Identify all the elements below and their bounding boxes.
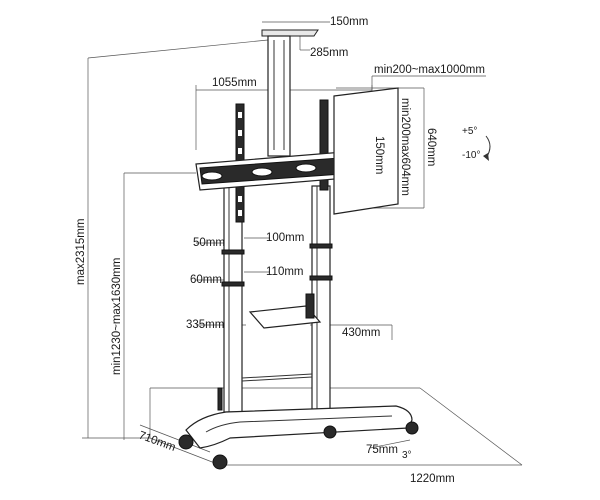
- lower-clamp-width-label: 110mm: [266, 266, 304, 278]
- bracket-spacing-label: 150mm: [373, 136, 385, 174]
- bracket-height-label: 640mm: [425, 128, 437, 166]
- caster-angle-label: 3°: [402, 450, 412, 461]
- total-height-label: max2315mm: [75, 219, 87, 285]
- clamp-height-label: 50mm: [193, 237, 225, 249]
- shelf-width-label: 430mm: [342, 327, 380, 339]
- tilt-arrow: [483, 135, 491, 161]
- crossbar: [217, 373, 313, 411]
- mount-depth-label: 285mm: [310, 47, 348, 59]
- mount-width-label: 150mm: [330, 16, 368, 28]
- lower-clamp-height-label: 60mm: [190, 274, 222, 286]
- caster-size-label: 75mm: [366, 444, 398, 456]
- vesa-vertical-label: min200max604mm: [399, 98, 411, 196]
- shelf: [248, 293, 322, 329]
- tv-panel: [333, 87, 399, 215]
- dimension-lines: [82, 21, 523, 466]
- base: [178, 405, 419, 470]
- vesa-horizontal-label: min200~max1000mm: [374, 64, 485, 76]
- base-depth-label: 710mm: [137, 430, 177, 454]
- tilt-down-label: -10°: [462, 150, 480, 161]
- ceiling-pole: [261, 29, 319, 157]
- center-height-label: min1230~max1630mm: [111, 258, 123, 375]
- shelf-depth-label: 335mm: [186, 319, 224, 331]
- uprights: [221, 185, 333, 413]
- tilt-up-label: +5°: [462, 126, 477, 137]
- clamp-width-label: 100mm: [266, 232, 304, 244]
- dimension-labels: 150mm 285mm 1055mm min200~max1000mm min2…: [75, 16, 485, 485]
- arm-span-label: 1055mm: [212, 77, 257, 89]
- base-width-label: 1220mm: [410, 473, 455, 485]
